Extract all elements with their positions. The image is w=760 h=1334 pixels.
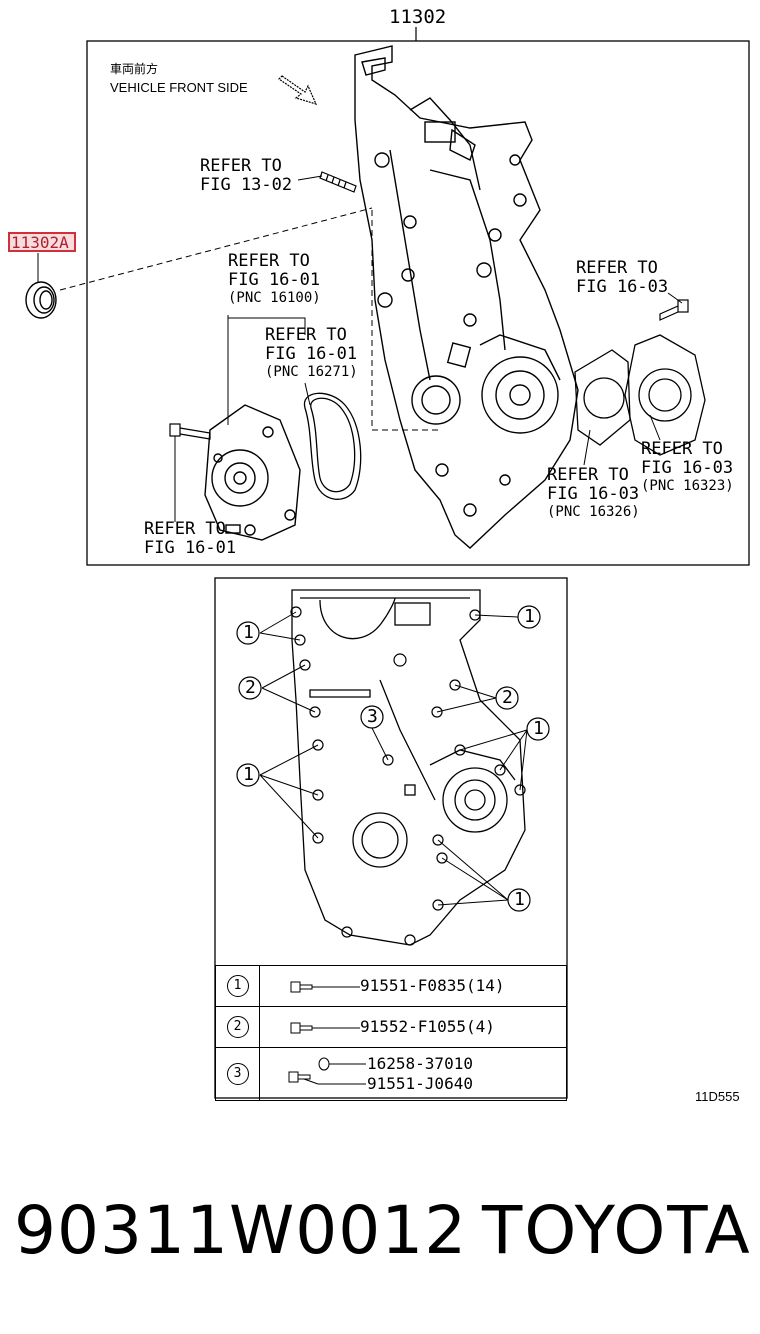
crank-seal xyxy=(25,281,57,319)
callout-2: 2 xyxy=(502,687,513,708)
bolt-icon xyxy=(290,1022,360,1034)
ref-fig-16-03-bolt[interactable]: REFER TO FIG 16-03 xyxy=(576,259,668,297)
ref-line1: REFER TO xyxy=(200,156,282,176)
legend-num: 1 xyxy=(226,975,249,997)
legend-row: 2 91552-F1055(4) xyxy=(215,1006,567,1048)
ref-line2: FIG 16-03 xyxy=(641,458,734,478)
callout-2: 2 xyxy=(245,677,256,698)
legend-row: 1 91551-F0835(14) xyxy=(215,965,567,1007)
ref-line1: REFER TO xyxy=(144,519,226,539)
ref-fig-16-03-pnc-16326[interactable]: REFER TO FIG 16-03 (PNC 16326) xyxy=(547,465,640,521)
ref-line2: FIG 16-01 xyxy=(265,344,358,364)
callout-1: 1 xyxy=(514,889,525,910)
ref-pnc: (PNC 16323) xyxy=(641,478,734,494)
direction-en: VEHICLE FRONT SIDE xyxy=(110,80,248,95)
ref-fig-16-01-bolt[interactable]: REFER TO FIG 16-01 xyxy=(144,520,236,558)
water-pump xyxy=(204,404,301,541)
callout-circles xyxy=(236,605,550,912)
figure-code: 11D555 xyxy=(695,1089,740,1104)
ref-line1: REFER TO xyxy=(228,251,310,271)
legend-part-cell: 91551-F0835(14) xyxy=(259,965,567,1007)
seal-install-path xyxy=(59,207,373,291)
ref-line2: FIG 16-03 xyxy=(576,277,669,297)
legend-num: 2 xyxy=(226,1016,249,1038)
ref-pnc: (PNC 16100) xyxy=(228,290,321,306)
legend-part-number: 91552-F1055(4) xyxy=(360,1017,495,1036)
ref-line1: REFER TO xyxy=(576,258,658,278)
ref-fig-16-01-pnc-16100[interactable]: REFER TO FIG 16-01 (PNC 16100) xyxy=(228,251,321,307)
ref-fig-16-01-pnc-16271[interactable]: REFER TO FIG 16-01 (PNC 16271) xyxy=(265,325,358,381)
upper-frame xyxy=(86,40,750,566)
ref-line1: REFER TO xyxy=(547,465,629,485)
ref-line2: FIG 16-01 xyxy=(144,538,237,558)
ref-line2: FIG 13-02 xyxy=(200,175,293,195)
install-dashed-guide xyxy=(371,210,440,431)
legend-part-number: 91551-J0640 xyxy=(367,1074,473,1093)
highlighted-part-label[interactable]: 11302A xyxy=(8,232,76,252)
timing-chain-cover xyxy=(354,45,579,549)
callout-1: 1 xyxy=(243,764,254,785)
legend-part-number: 91551-F0835(14) xyxy=(360,976,505,995)
legend-num: 3 xyxy=(226,1063,249,1085)
callout-1: 1 xyxy=(524,606,535,627)
ref-line2: FIG 16-03 xyxy=(547,484,640,504)
direction-jp: 車両前方 xyxy=(110,62,159,76)
stud-bolt xyxy=(319,171,357,193)
water-pump-bolt xyxy=(169,423,211,440)
ref-line1: REFER TO xyxy=(641,439,723,459)
legend-part-cell: 16258-37010 91551-J0640 xyxy=(259,1047,567,1101)
callout-3: 3 xyxy=(367,706,378,727)
ref-line1: REFER TO xyxy=(265,325,347,345)
highlighted-part-text: 11302A xyxy=(11,233,69,252)
outlet-bolt xyxy=(659,299,689,321)
legend-num-cell: 2 xyxy=(215,1006,260,1048)
legend-num-cell: 3 xyxy=(215,1047,260,1101)
legend-num-cell: 1 xyxy=(215,965,260,1007)
ref-pnc: (PNC 16271) xyxy=(265,364,358,380)
bolt-washer-icon xyxy=(288,1057,366,1085)
bolt-legend-table: 1 91551-F0835(14) 2 91552-F1055(4) 3 xyxy=(215,965,567,1101)
footer-part-number: 90311W0012 xyxy=(14,1192,468,1269)
main-part-number: 11302 xyxy=(389,6,447,28)
ref-line2: FIG 16-01 xyxy=(228,270,321,290)
callout-1: 1 xyxy=(243,622,254,643)
ref-fig-16-03-pnc-16323[interactable]: REFER TO FIG 16-03 (PNC 16323) xyxy=(641,439,734,495)
water-outlet xyxy=(624,334,706,456)
legend-row: 3 16258-37010 91551-J0640 xyxy=(215,1047,567,1101)
ref-pnc: (PNC 16326) xyxy=(547,504,640,520)
footer-brand: TOYOTA xyxy=(482,1192,752,1269)
callout-1: 1 xyxy=(533,718,544,739)
outlet-gasket xyxy=(574,349,631,446)
bolt-icon xyxy=(290,981,360,993)
bolt-holes xyxy=(290,606,526,946)
direction-arrow-icon xyxy=(278,75,318,105)
legend-part-number: 16258-37010 xyxy=(367,1054,473,1073)
water-pump-gasket xyxy=(303,392,362,500)
bolt-location-cover xyxy=(291,589,526,946)
ref-fig-13-02[interactable]: REFER TO FIG 13-02 xyxy=(200,157,292,195)
legend-part-cell: 91552-F1055(4) xyxy=(259,1006,567,1048)
